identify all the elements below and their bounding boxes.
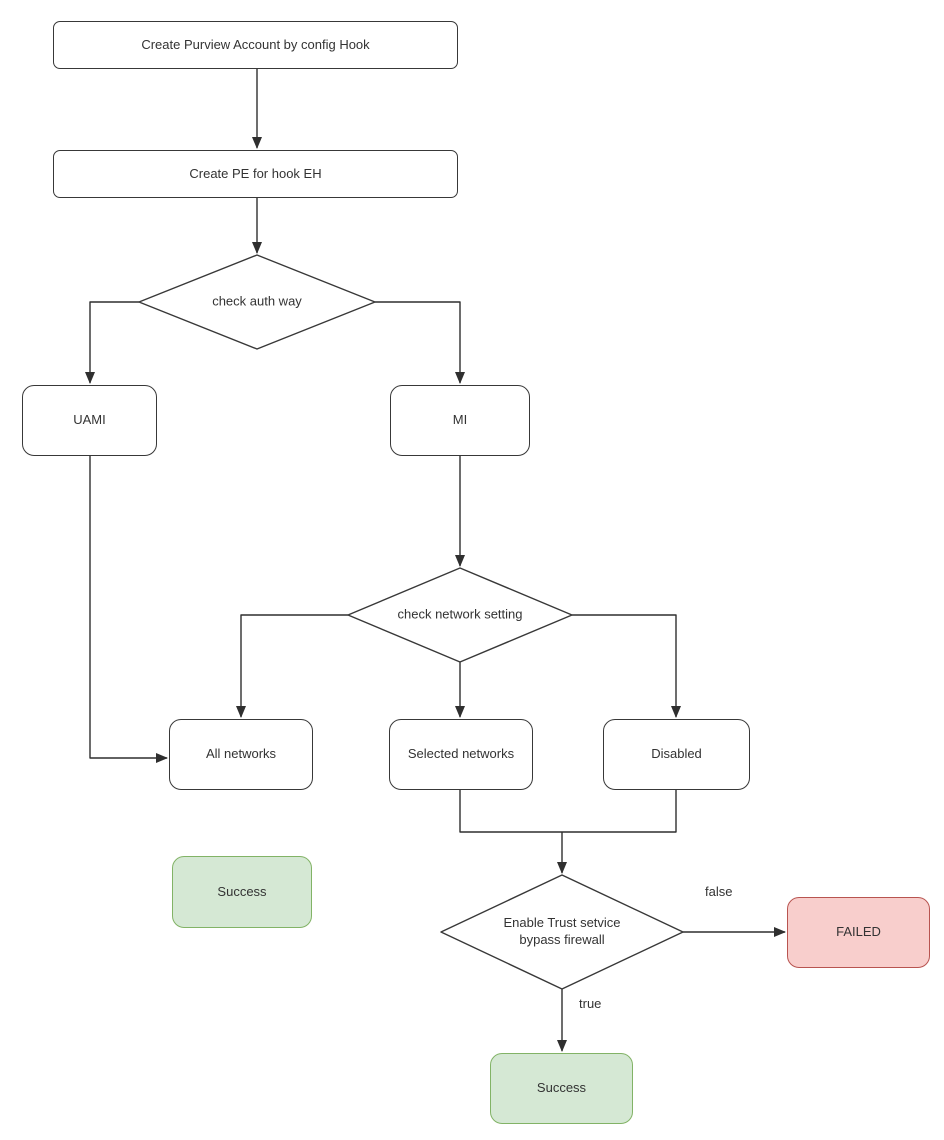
node-label: Create Purview Account by config Hook [141,36,370,52]
node-all-networks: All networks [169,719,313,790]
edge-label-true: true [577,996,604,1011]
node-create-pe-for-hook-eh: Create PE for hook EH [53,150,458,198]
edge-label-false: false [703,884,735,899]
decision-enable-trust-service-shape [440,874,684,990]
node-label: Disabled [651,746,702,762]
edge-check-auth-to-mi [375,301,465,384]
decision-label-line-2: bypass firewall [519,932,605,947]
node-uami: UAMI [22,385,157,456]
node-label: Selected networks [407,746,515,762]
node-label: Success [217,883,267,899]
edge-check-network-to-all-networks [236,614,348,718]
node-label: FAILED [836,924,881,940]
node-mi: MI [390,385,530,456]
decision-check-auth-way-label: check auth way [212,293,302,309]
decision-label-line-1: Enable Trust setvice [503,915,621,931]
edge-uami-to-all-networks [89,456,168,763]
node-label: Create PE for hook EH [189,165,322,181]
node-failed: FAILED [787,897,930,968]
node-create-purview-account: Create Purview Account by config Hook [53,21,458,69]
decision-check-network-setting-label: check network setting [397,606,523,622]
node-selected-networks: Selected networks [389,719,533,790]
edge-check-auth-to-uami [85,301,139,384]
node-success-trust-service: Success [490,1053,633,1124]
edge-check-network-to-disabled [572,614,681,718]
decision-enable-trust-service-label: Enable Trust setvice bypass firewall [487,915,637,949]
node-disabled: Disabled [603,719,750,790]
edge-merge-selected-disabled [459,790,677,833]
decision-check-auth-way-shape [138,254,376,350]
node-label: All networks [205,746,277,762]
node-success-all-networks: Success [172,856,312,928]
node-label: Success [536,1080,587,1096]
node-label: MI [452,412,468,428]
node-label: UAMI [73,412,106,428]
decision-check-network-setting-shape [347,567,573,663]
